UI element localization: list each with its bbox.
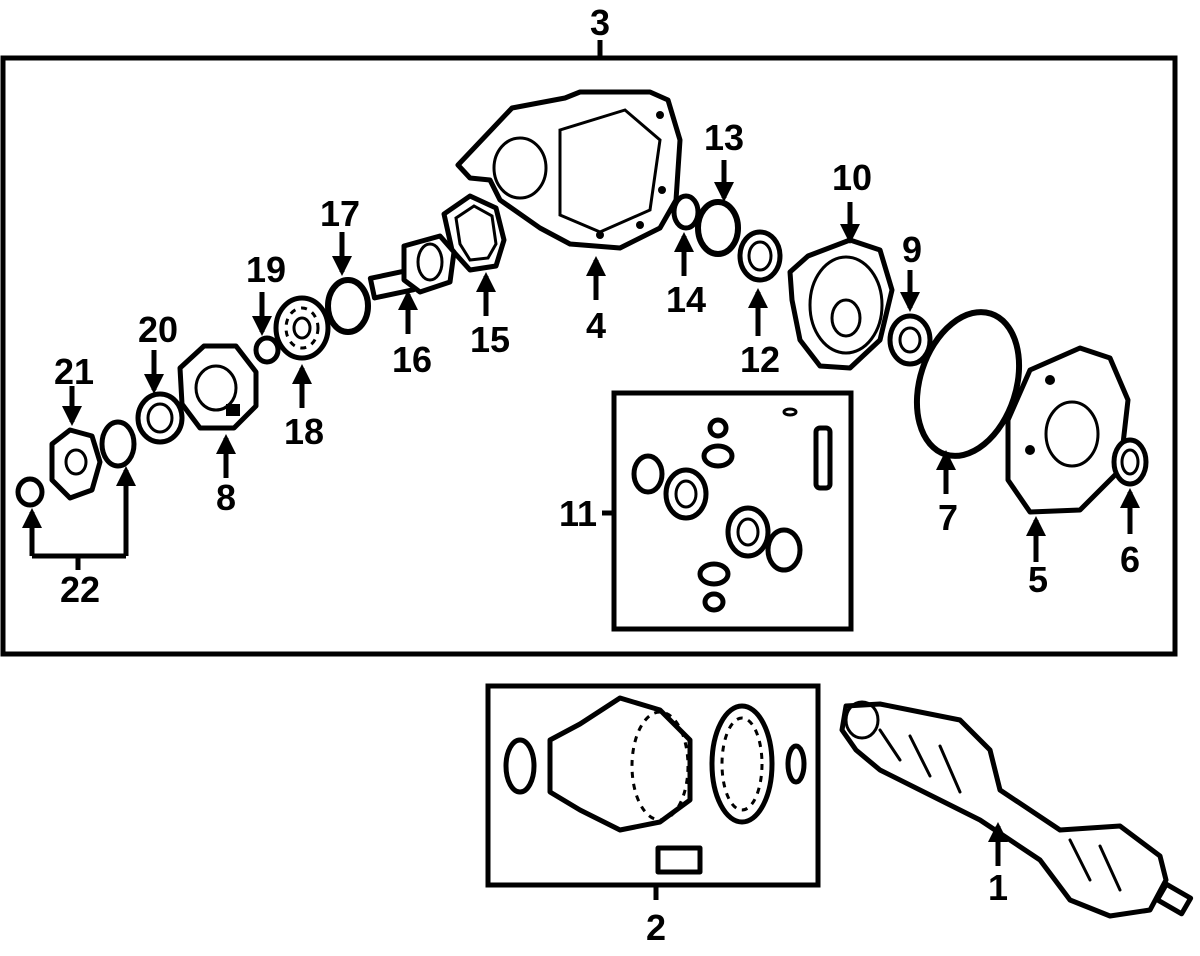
differential-housing <box>455 89 683 251</box>
callout-8: 8 <box>216 477 236 518</box>
callout-3: 3 <box>590 2 610 43</box>
o-ring-13 <box>695 199 741 257</box>
housing-gasket <box>441 193 507 273</box>
axle-shaft <box>839 700 1194 919</box>
callout-5: 5 <box>1028 559 1048 600</box>
callout-12: 12 <box>740 339 780 380</box>
callout-14: 14 <box>666 279 706 320</box>
callout-7: 7 <box>938 497 958 538</box>
pinion-bearing <box>273 295 331 361</box>
callout-6: 6 <box>1120 539 1140 580</box>
nut-22 <box>15 476 45 508</box>
kit-11-parts <box>631 407 833 613</box>
assembly-3-frame <box>0 55 1178 657</box>
o-ring-17 <box>325 277 371 335</box>
bearing-9 <box>887 313 933 367</box>
callout-15: 15 <box>470 319 510 360</box>
companion-flange <box>49 427 103 501</box>
callout-1: 1 <box>988 867 1008 908</box>
pinion-housing <box>177 343 259 431</box>
pinion-gear <box>367 233 457 301</box>
seal-22 <box>99 419 137 469</box>
callout-4: 4 <box>586 305 606 346</box>
callout-18: 18 <box>284 411 324 452</box>
callout-20: 20 <box>138 309 178 350</box>
callout-19: 19 <box>246 249 286 290</box>
differential-cover <box>1005 345 1131 515</box>
seal-14 <box>671 193 701 231</box>
callout-16: 16 <box>392 339 432 380</box>
ring-19 <box>253 335 281 365</box>
differential-carrier <box>787 237 895 371</box>
callout-21: 21 <box>54 351 94 392</box>
callout-17: 17 <box>320 193 360 234</box>
bearing-12 <box>737 229 783 283</box>
callout-13: 13 <box>704 117 744 158</box>
boot-kit-2-frame <box>485 683 821 888</box>
callout-2: 2 <box>646 907 666 948</box>
boot-kit-2-parts <box>503 695 807 875</box>
callout-9: 9 <box>902 229 922 270</box>
callout-10: 10 <box>832 157 872 198</box>
callout-22: 22 <box>60 569 100 610</box>
seal-6 <box>1111 437 1149 487</box>
bearing-20 <box>135 391 185 445</box>
callout-11: 11 <box>559 493 597 534</box>
